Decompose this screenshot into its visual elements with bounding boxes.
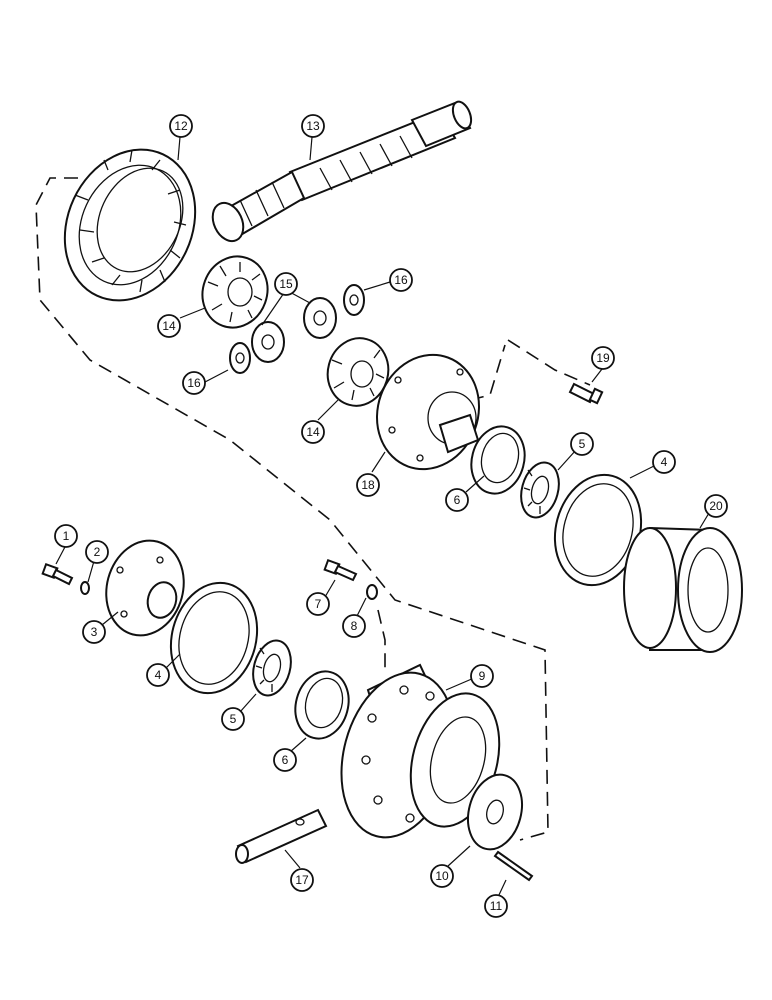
svg-text:4: 4 <box>661 455 668 469</box>
shim-4-upper <box>553 473 643 587</box>
thrust-washers-16 <box>229 284 365 374</box>
svg-text:14: 14 <box>306 425 320 439</box>
svg-text:6: 6 <box>454 493 461 507</box>
housing-20 <box>623 526 743 653</box>
callout-17: 17 <box>290 868 314 892</box>
svg-text:14: 14 <box>162 319 176 333</box>
bolt-7 <box>323 558 358 582</box>
callout-8: 8 <box>342 614 366 638</box>
differential-case-9 <box>340 663 501 839</box>
callout-6-lower: 6 <box>273 748 297 772</box>
callout-14-upper: 14 <box>157 314 181 338</box>
svg-text:20: 20 <box>709 499 723 513</box>
callout-5-lower: 5 <box>221 707 245 731</box>
svg-text:2: 2 <box>94 545 101 559</box>
washer-2 <box>80 581 90 595</box>
callout-19: 19 <box>591 346 615 370</box>
thrust-washer-10 <box>467 773 523 851</box>
callout-4-lower: 4 <box>146 663 170 687</box>
cross-shaft-17 <box>235 808 328 864</box>
svg-text:7: 7 <box>315 597 322 611</box>
svg-text:18: 18 <box>361 478 375 492</box>
callout-6-upper: 6 <box>445 488 469 512</box>
callout-15: 15 <box>274 272 298 296</box>
bearing-cone-5-upper <box>520 461 560 519</box>
washer-8 <box>366 584 378 600</box>
callout-7: 7 <box>306 592 330 616</box>
bearing-cup-6-upper <box>470 425 526 495</box>
callout-10: 10 <box>430 864 454 888</box>
svg-text:5: 5 <box>579 437 586 451</box>
side-gear-14-upper <box>201 255 269 329</box>
callout-1: 1 <box>54 524 78 548</box>
callout-11: 11 <box>484 894 508 918</box>
svg-text:5: 5 <box>230 712 237 726</box>
callout-18: 18 <box>356 473 380 497</box>
svg-text:15: 15 <box>279 277 293 291</box>
svg-text:9: 9 <box>479 669 486 683</box>
svg-text:16: 16 <box>187 376 201 390</box>
svg-text:11: 11 <box>490 899 503 913</box>
callout-12: 12 <box>169 114 193 138</box>
svg-text:13: 13 <box>306 119 320 133</box>
shim-4-lower <box>169 581 259 695</box>
svg-text:6: 6 <box>282 753 289 767</box>
callout-20: 20 <box>704 494 728 518</box>
callout-4-upper: 4 <box>652 450 676 474</box>
callout-5-upper: 5 <box>570 432 594 456</box>
callout-16-left: 16 <box>182 371 206 395</box>
svg-text:1: 1 <box>63 529 70 543</box>
roll-pin-11 <box>493 850 534 882</box>
side-gear-14-lower <box>326 337 390 407</box>
bolt-1 <box>41 562 74 586</box>
callout-13: 13 <box>301 114 325 138</box>
svg-text:8: 8 <box>351 619 358 633</box>
differential-case-18 <box>375 353 481 471</box>
svg-text:4: 4 <box>155 668 162 682</box>
bearing-cone-5-lower <box>252 639 292 697</box>
svg-text:19: 19 <box>596 351 610 365</box>
svg-text:10: 10 <box>435 869 449 883</box>
callout-3: 3 <box>82 620 106 644</box>
pinion-shaft-13 <box>211 100 473 243</box>
pinion-gears-15 <box>251 297 337 363</box>
svg-text:17: 17 <box>295 873 309 887</box>
callout-14-lower: 14 <box>301 420 325 444</box>
callout-9: 9 <box>470 664 494 688</box>
callout-2: 2 <box>85 540 109 564</box>
bolt-19 <box>568 382 604 405</box>
svg-text:3: 3 <box>91 625 98 639</box>
bearing-carrier-3 <box>105 539 185 637</box>
svg-text:16: 16 <box>394 273 408 287</box>
ring-gear-12 <box>63 148 197 302</box>
callout-16-right: 16 <box>389 268 413 292</box>
svg-text:12: 12 <box>174 119 188 133</box>
bearing-cup-6-lower <box>294 670 350 740</box>
